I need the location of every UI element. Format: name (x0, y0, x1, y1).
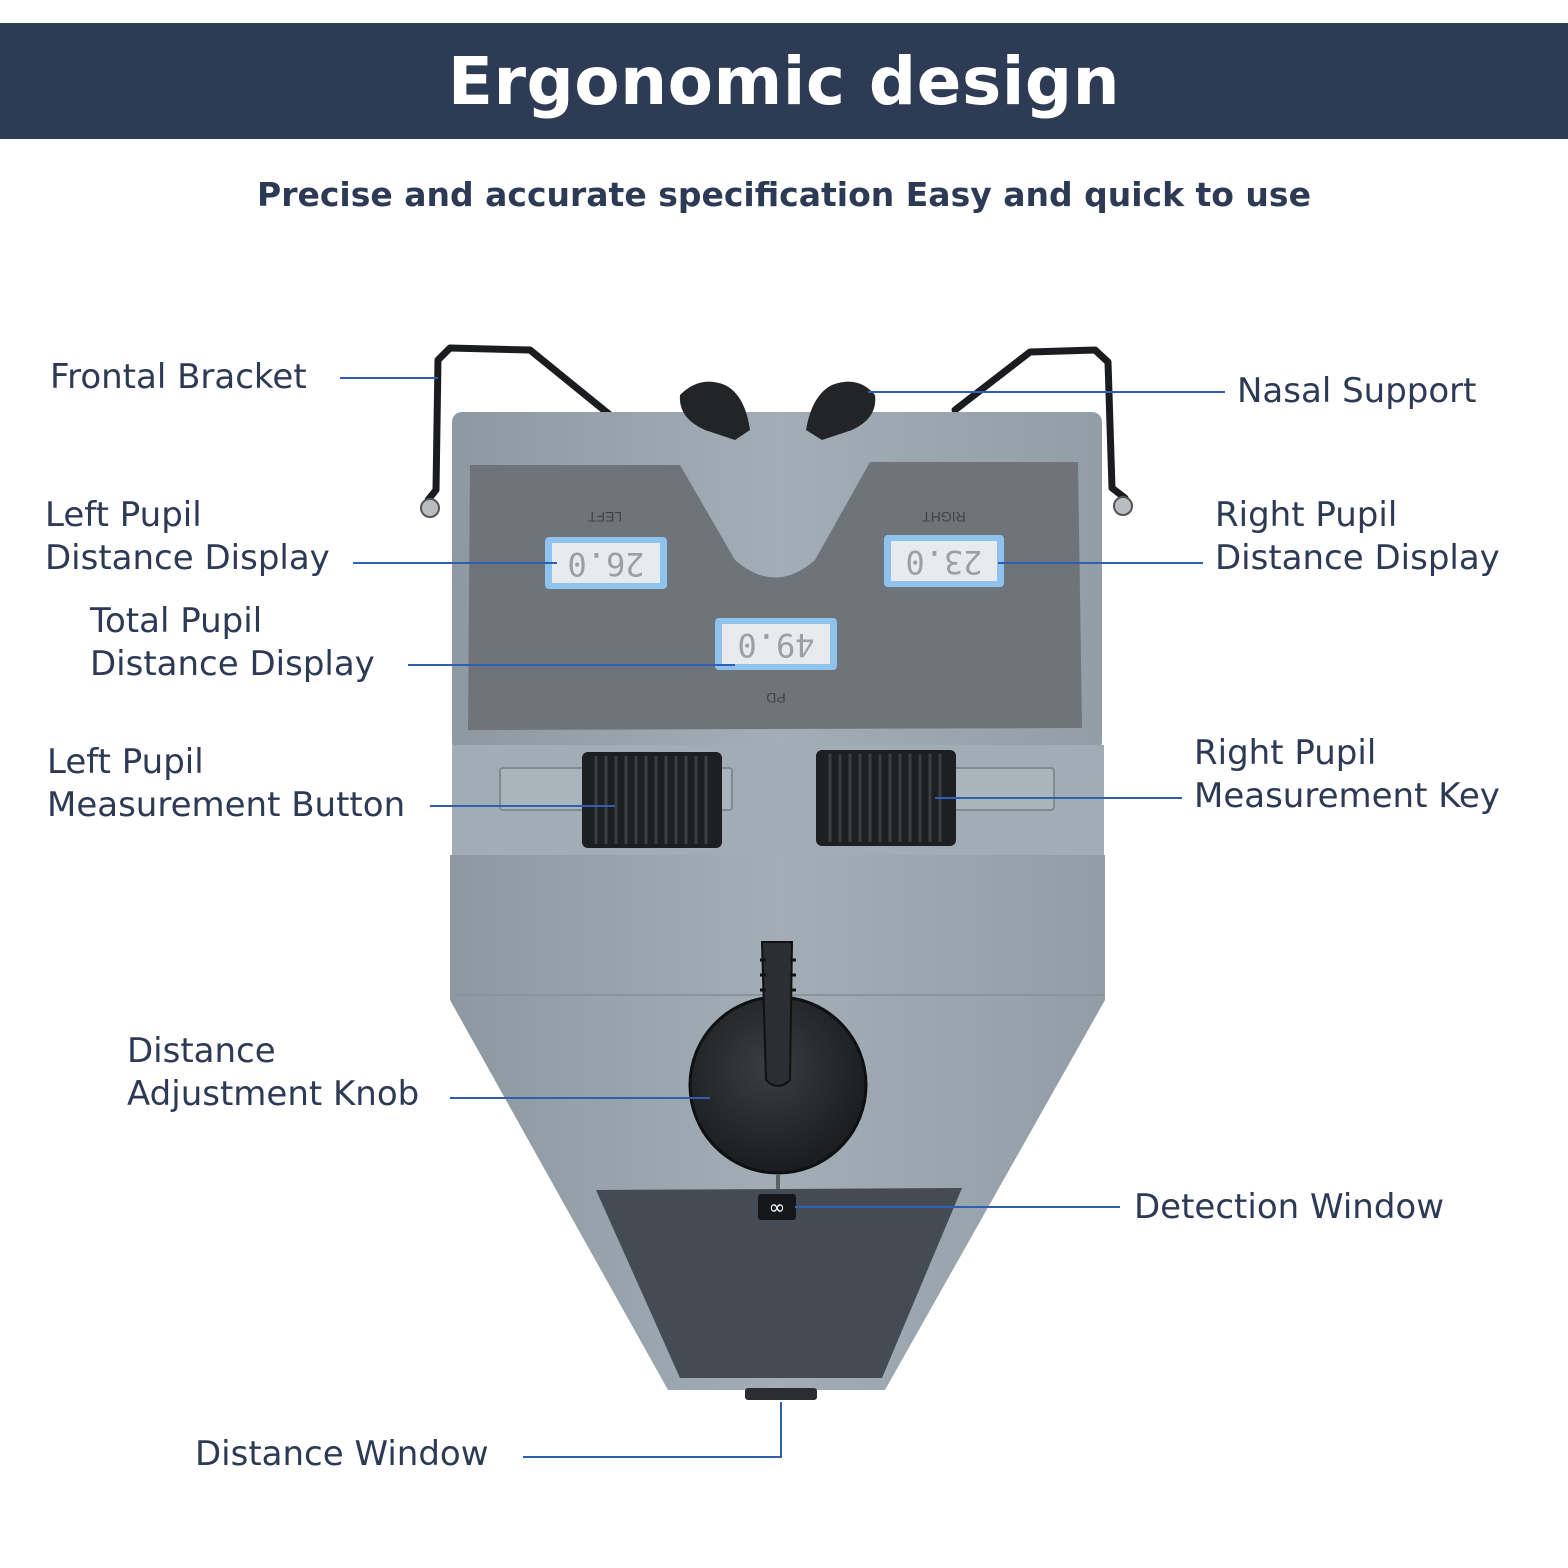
total-display-label: Total Pupil Distance Display (90, 601, 375, 684)
callout-lines (340, 377, 1225, 1458)
distance-window (745, 1388, 817, 1400)
svg-text:26.0: 26.0 (567, 545, 644, 583)
right-pupil-display: 23.0 (884, 535, 1004, 587)
right-panel-label: RIGHT (922, 509, 966, 525)
right-display-label: Right Pupil Distance Display (1215, 495, 1500, 578)
left-display-label: Left Pupil Distance Display (45, 495, 330, 578)
header-banner: Ergonomic design (0, 23, 1568, 139)
subtitle: Precise and accurate specification Easy … (257, 175, 1311, 214)
page-title: Ergonomic design (447, 42, 1121, 120)
detection-symbol: ∞ (769, 1195, 786, 1219)
left-measurement-button[interactable] (582, 752, 722, 848)
frontal-bracket-label: Frontal Bracket (50, 357, 307, 397)
knob-label: Distance Adjustment Knob (127, 1031, 420, 1114)
left-pupil-display: 26.0 (545, 537, 667, 589)
frontal-bracket (424, 344, 1129, 504)
nasal-support-label: Nasal Support (1237, 371, 1477, 411)
distance-window-label: Distance Window (195, 1434, 489, 1474)
svg-text:49.0: 49.0 (737, 626, 814, 664)
nasal-support (679, 381, 876, 440)
total-pupil-display: 49.0 (715, 618, 837, 670)
distance-adjustment-knob[interactable] (688, 941, 868, 1175)
svg-text:23.0: 23.0 (905, 543, 982, 581)
left-button-label: Left Pupil Measurement Button (47, 742, 406, 825)
detection-window-label: Detection Window (1134, 1187, 1445, 1227)
right-key-label: Right Pupil Measurement Key (1194, 733, 1500, 816)
pd-panel-label: PD (766, 690, 785, 706)
left-panel-label: LEFT (587, 509, 622, 525)
display-panel (468, 462, 1082, 730)
detection-window (596, 1188, 962, 1378)
